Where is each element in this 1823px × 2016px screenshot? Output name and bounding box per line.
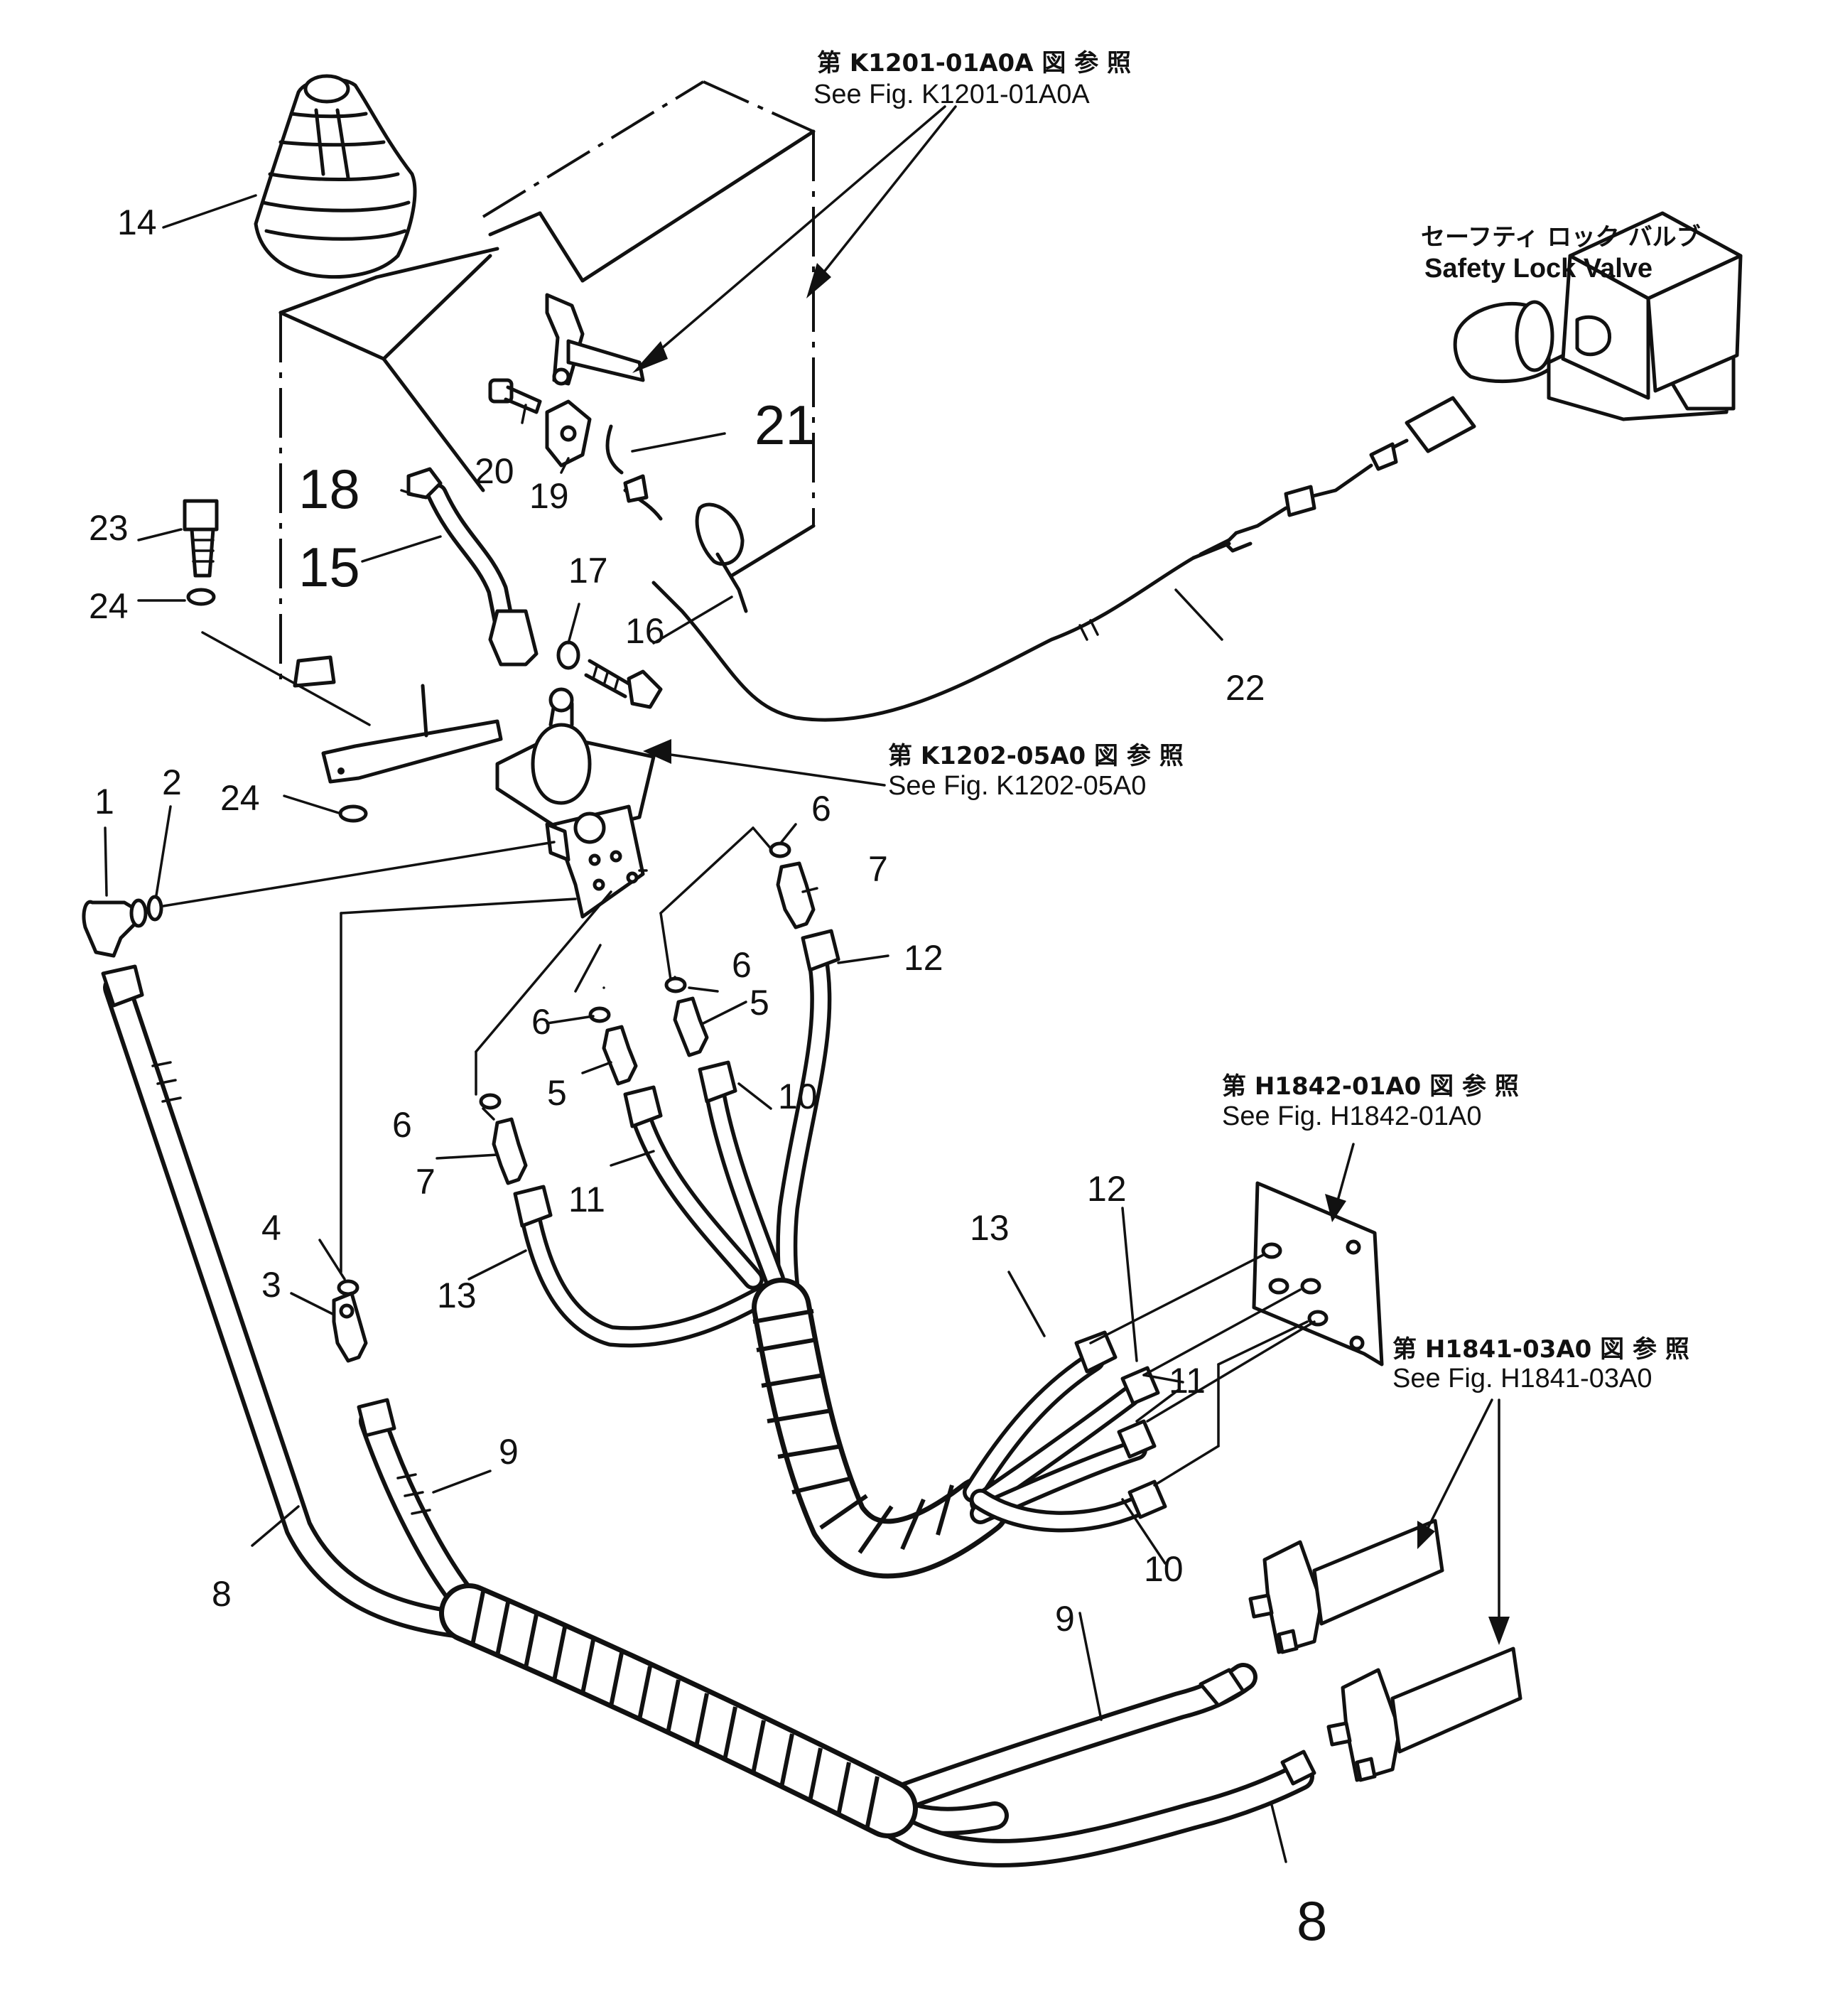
part-number-8-b: 8 <box>1297 1890 1327 1952</box>
part-number-6-d: 6 <box>392 1105 412 1145</box>
reference-arrows <box>632 105 1510 1645</box>
o-ring-6-b <box>664 976 687 993</box>
bracket-21 <box>545 293 645 386</box>
leader-lines <box>104 194 1287 1863</box>
safety-lock-valve-en: Safety Lock Valve <box>1424 254 1652 284</box>
part-number-19: 19 <box>529 476 569 516</box>
part-number-20: 20 <box>475 451 514 491</box>
part-number-11-b: 11 <box>1169 1361 1206 1401</box>
o-ring-4 <box>337 1279 359 1296</box>
part-number-1: 1 <box>94 782 114 821</box>
ref-h1842-jp: 第 H1842-01A0 図 参 照 <box>1222 1072 1519 1101</box>
cable-22 <box>623 463 1373 722</box>
o-ring-6-d <box>479 1093 502 1110</box>
part-number-7-a: 7 <box>868 849 888 889</box>
washer-24-bottom <box>338 804 368 823</box>
lever-boot <box>254 74 417 279</box>
part-number-5-b: 5 <box>547 1073 567 1113</box>
fitting-5-b <box>602 1025 638 1086</box>
part-number-12-b: 12 <box>1087 1169 1127 1209</box>
part-number-10-a: 10 <box>778 1077 818 1116</box>
fitting-5-a <box>673 996 709 1057</box>
part-number-14: 14 <box>117 203 157 242</box>
control-lever <box>406 467 539 667</box>
part-number-10-b: 10 <box>1144 1549 1184 1589</box>
lower-elbows <box>1248 1519 1522 1782</box>
part-number-23: 23 <box>89 508 129 548</box>
part-number-6-b: 6 <box>732 945 752 985</box>
ref-h1841-en: See Fig. H1841-03A0 <box>1392 1364 1652 1394</box>
ref-k1202-jp: 第 K1202-05A0 図 参 照 <box>888 742 1184 770</box>
ref-h1841-jp: 第 H1841-03A0 図 参 照 <box>1392 1335 1689 1364</box>
ref-k1201-jp: 第 K1201-01A0A 図 参 照 <box>817 49 1131 77</box>
part-number-2: 2 <box>162 762 182 802</box>
hose-8-and-9-bundle <box>101 964 1316 1867</box>
bolt-16 <box>584 659 663 709</box>
part-number-22: 22 <box>1226 668 1265 708</box>
part-number-6-a: 6 <box>811 789 831 829</box>
washer-24-top <box>186 588 216 606</box>
spiral-wrap-lower <box>470 1591 880 1831</box>
pin-20 <box>488 378 542 414</box>
elbow-fitting-1 <box>82 898 148 958</box>
part-number-13-a: 13 <box>437 1276 477 1315</box>
part-number-24-a: 24 <box>89 586 129 626</box>
part-number-4: 4 <box>261 1208 281 1248</box>
part-number-11-a: 11 <box>568 1180 605 1219</box>
part-number-9-b: 9 <box>1055 1599 1075 1639</box>
part-number-24-b: 24 <box>220 778 260 818</box>
part-number-13-b: 13 <box>970 1208 1010 1248</box>
safety-lock-valve-jp: セーフティ ロック バルブ <box>1421 223 1701 252</box>
o-ring-6-a <box>769 841 791 858</box>
upper-hose-bundle <box>513 929 1167 1579</box>
o-ring-6-c <box>588 1006 611 1023</box>
spiral-wrap-upper <box>752 1309 954 1554</box>
part-number-15: 15 <box>298 536 360 598</box>
part-number-9-a: 9 <box>499 1432 519 1472</box>
ref-k1201-en: See Fig. K1201-01A0A <box>813 80 1090 109</box>
part-number-17: 17 <box>568 551 608 591</box>
washer-17 <box>556 640 580 670</box>
fitting-3 <box>332 1291 368 1363</box>
part-number-12-a: 12 <box>904 938 943 978</box>
block-19 <box>545 399 592 468</box>
connector-block <box>1089 1181 1384 1487</box>
part-number-6-c: 6 <box>531 1002 551 1042</box>
bracket-plate <box>201 631 503 784</box>
part-number-8-a: 8 <box>212 1574 232 1614</box>
ref-k1202-en: See Fig. K1202-05A0 <box>888 771 1146 801</box>
part-number-21: 21 <box>754 394 816 456</box>
pilot-control-valve <box>495 687 656 919</box>
part-number-18: 18 <box>298 458 360 520</box>
part-number-5-a: 5 <box>750 983 769 1023</box>
bent-rod-21 <box>605 424 624 475</box>
fitting-7-b <box>492 1117 528 1185</box>
part-number-3: 3 <box>261 1265 281 1305</box>
bolt-23 <box>183 499 219 578</box>
safety-lock-valve <box>1369 211 1743 471</box>
part-number-16: 16 <box>625 611 665 651</box>
o-ring-2 <box>146 895 163 922</box>
console-box <box>278 80 816 738</box>
fitting-7-a <box>776 861 816 929</box>
part-number-7-b: 7 <box>416 1162 436 1202</box>
ref-h1842-en: See Fig. H1842-01A0 <box>1222 1101 1481 1131</box>
